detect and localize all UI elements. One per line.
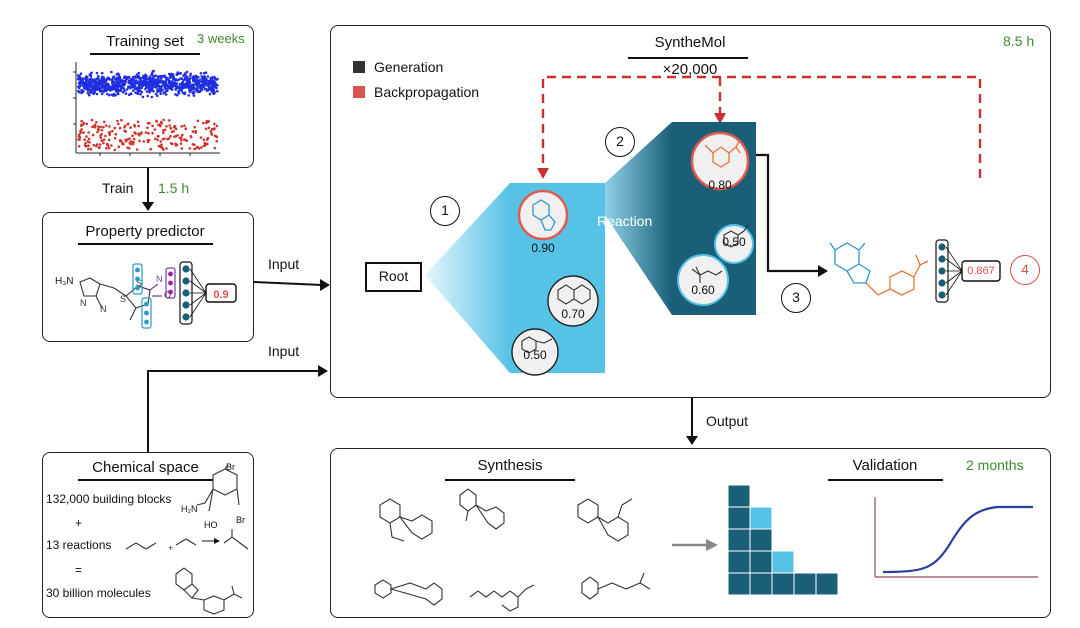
reaction-label: Reaction xyxy=(597,213,653,229)
amine-label: H₃N xyxy=(55,276,74,287)
svg-text:N: N xyxy=(80,298,87,308)
synthemol-multiplier: ×20,000 xyxy=(662,61,718,78)
amine-group-label: H₂N xyxy=(181,504,198,514)
synthesis-arrow xyxy=(672,539,718,551)
step-1-number: 1 xyxy=(441,202,449,218)
product-molecule xyxy=(175,567,243,615)
chemical-space-underline xyxy=(78,479,213,481)
input-arrow-top xyxy=(253,279,330,291)
svg-text:S: S xyxy=(136,278,142,288)
input-label-bottom: Input xyxy=(268,343,300,359)
train-label: Train xyxy=(102,180,134,196)
bromo-label-bottom: Br xyxy=(236,515,245,525)
legend-generation-label: Generation xyxy=(374,59,444,75)
synthemol-time: 8.5 h xyxy=(1003,33,1035,49)
reactions-text: 13 reactions xyxy=(46,538,112,552)
svg-text:O: O xyxy=(164,290,171,300)
building-blocks-text: 132,000 building blocks xyxy=(46,492,172,506)
train-time: 1.5 h xyxy=(158,180,190,196)
step-3-circle xyxy=(781,283,811,313)
synthemol-underline xyxy=(628,57,748,59)
building-block-molecule xyxy=(196,464,240,512)
score-level2-2: 0.50 xyxy=(722,235,746,249)
reaction-scheme: + xyxy=(125,529,249,553)
legend-generation-swatch xyxy=(353,61,365,73)
score-level1-2: 0.70 xyxy=(561,307,585,321)
score-level2-1: 0.80 xyxy=(708,178,732,192)
svg-text:N: N xyxy=(100,304,107,314)
svg-text:+: + xyxy=(168,543,173,553)
training-set-title: Training set xyxy=(106,33,184,50)
svg-text:S: S xyxy=(120,294,126,304)
synthesis-title: Synthesis xyxy=(477,457,543,474)
predictor-score: 0.9 xyxy=(213,289,229,301)
legend-backprop-label: Backpropagation xyxy=(374,84,480,100)
input-label-top: Input xyxy=(268,256,300,272)
equals-sign: = xyxy=(75,563,83,577)
step-2-number: 2 xyxy=(616,133,624,149)
step-3-number: 3 xyxy=(792,289,800,305)
hydroxyl-label: HO xyxy=(204,520,218,530)
validation-title: Validation xyxy=(852,457,918,474)
step-4-number: 4 xyxy=(1021,261,1029,277)
chemical-space-title: Chemical space xyxy=(92,459,199,476)
training-set-underline xyxy=(90,53,200,55)
root-label: Root xyxy=(378,268,409,284)
synthesis-underline xyxy=(445,479,575,481)
validation-time: 2 months xyxy=(966,457,1024,473)
property-predictor-title: Property predictor xyxy=(85,223,205,240)
validation-underline xyxy=(828,479,943,481)
step-2-circle xyxy=(605,127,635,157)
synthesized-molecules xyxy=(374,488,651,612)
training-scatter-plot xyxy=(73,62,220,156)
synthemol-title: SyntheMol xyxy=(654,34,726,51)
input-arrow-bottom xyxy=(147,365,328,453)
molecules-text: 30 billion molecules xyxy=(46,586,151,600)
output-arrow xyxy=(686,398,698,445)
mcts-diagram xyxy=(425,75,1001,376)
synthesis-validation-panel xyxy=(330,448,1051,618)
train-arrow xyxy=(142,168,154,211)
validation-histogram xyxy=(727,484,839,596)
svg-text:N: N xyxy=(156,274,163,284)
score-level2-3: 0.60 xyxy=(691,283,715,297)
score-level1-1: 0.90 xyxy=(531,241,555,255)
training-set-time: 3 weeks xyxy=(197,31,245,46)
predictor-network xyxy=(179,261,237,325)
predictor-molecule: N N S S N O xyxy=(79,263,176,329)
output-label: Output xyxy=(706,413,749,429)
score-level1-3: 0.50 xyxy=(523,348,547,362)
step-1-circle xyxy=(430,196,460,226)
step-4-circle xyxy=(1010,255,1040,285)
validation-dose-response-curve xyxy=(874,497,1038,578)
property-predictor-underline xyxy=(78,243,213,245)
plus-sign: + xyxy=(75,516,83,530)
legend-backprop-swatch xyxy=(353,86,365,98)
bromo-label-top: Br xyxy=(226,462,235,472)
root-node xyxy=(365,262,422,292)
final-score: 0.867 xyxy=(967,265,995,277)
